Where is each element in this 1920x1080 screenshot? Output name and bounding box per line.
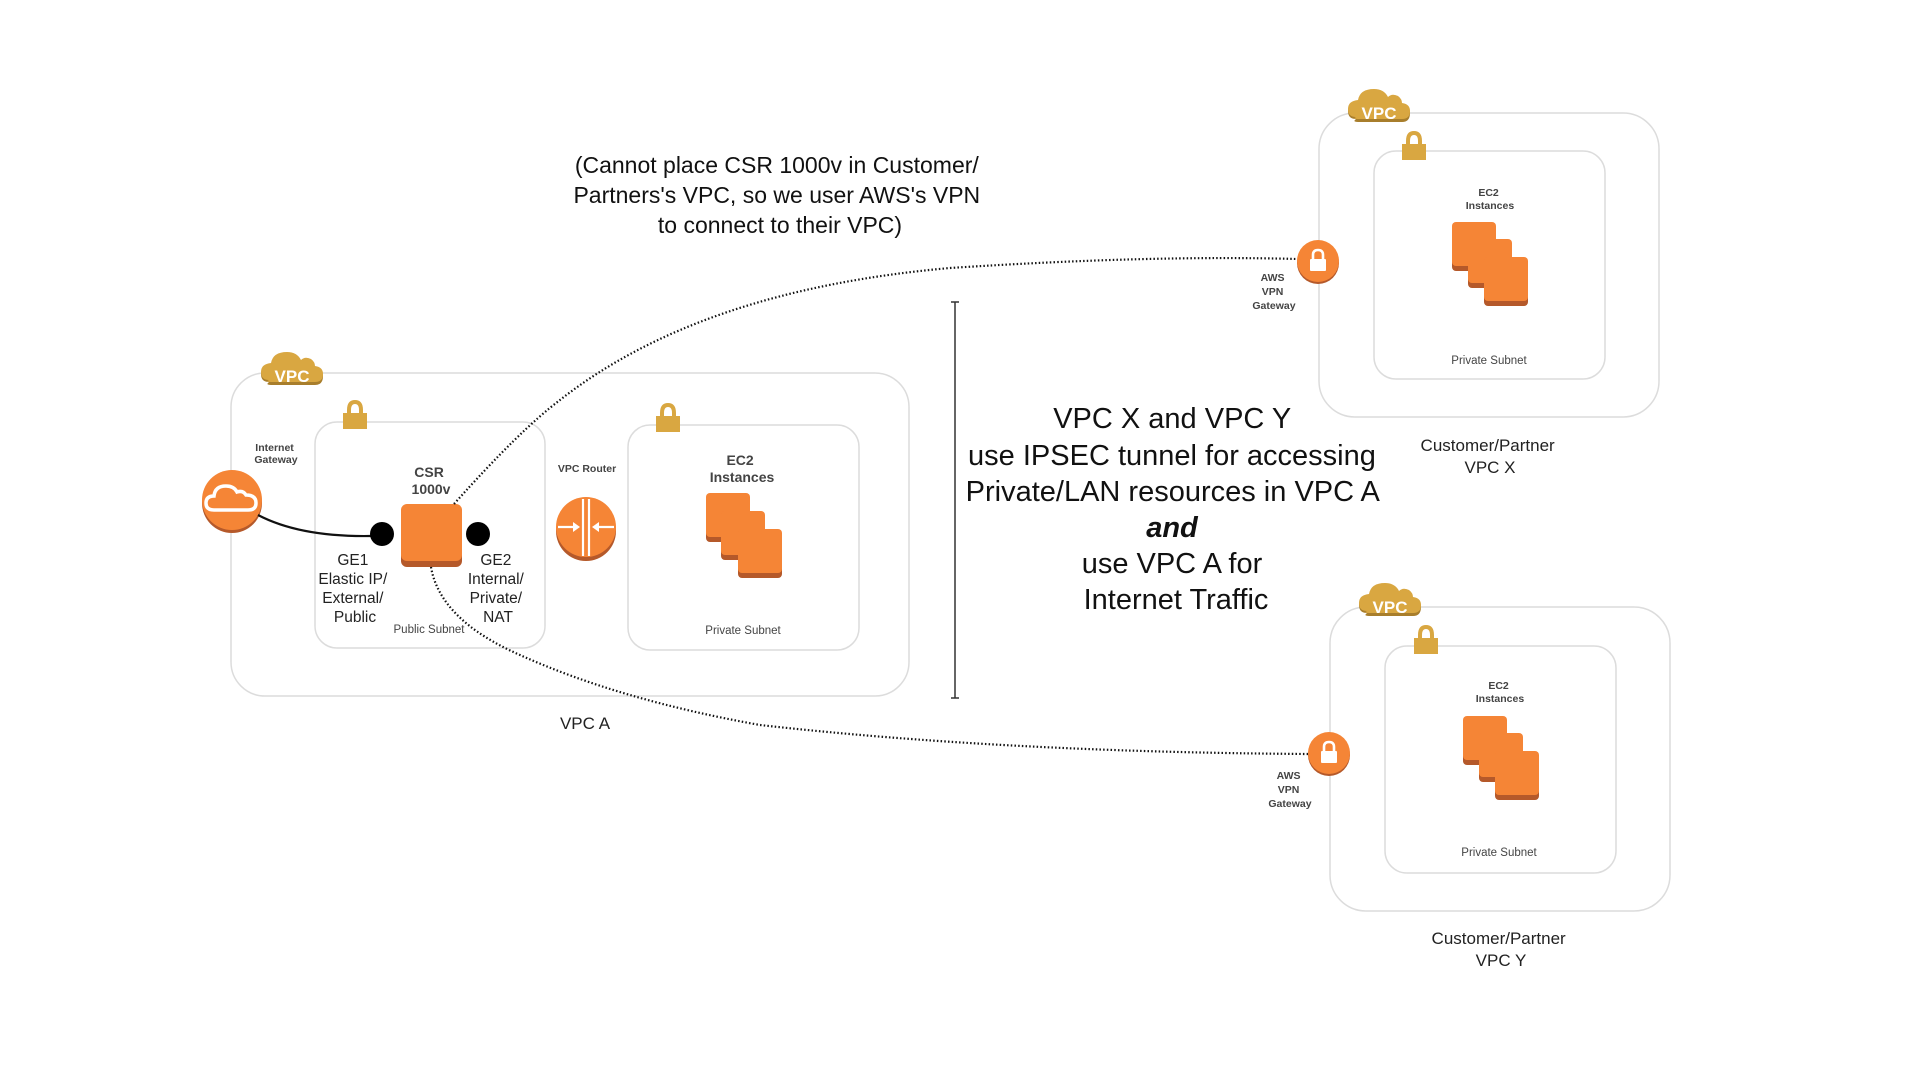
bracket-divider	[951, 301, 959, 699]
note-center: VPC X and VPC Y use IPSEC tunnel for acc…	[966, 403, 1387, 616]
aws-vpn-gateway-y[interactable]	[1306, 730, 1352, 778]
vpc-x-caption: Customer/Partner VPC X	[1421, 436, 1560, 477]
private-subnet-label: Private Subnet	[1451, 355, 1527, 367]
ec2-label: EC2 Instances	[1466, 187, 1515, 212]
internet-gateway-label: Internet Gateway	[254, 442, 297, 466]
note-emphasis: and	[1146, 512, 1199, 544]
vpc-badge-label: VPC	[1362, 104, 1397, 123]
vpn-gateway-label: AWS VPN Gateway	[1268, 770, 1311, 810]
vpc-router[interactable]	[556, 497, 616, 561]
csr-1000v-router[interactable]	[401, 504, 462, 567]
vpc-router-label: VPC Router	[558, 463, 616, 475]
aws-vpn-gateway-x[interactable]	[1295, 238, 1341, 286]
ge1-label: GE1 Elastic IP/ External/ Public	[318, 552, 391, 626]
ge1-interface[interactable]	[370, 522, 394, 546]
lock-icon	[1295, 238, 1341, 286]
cloud-icon	[204, 484, 258, 512]
csr-label: CSR 1000v	[412, 464, 451, 497]
private-subnet-label: Private Subnet	[705, 625, 781, 637]
vpc-x: VPC EC2 Instances Private Subnet AWS VPN…	[1252, 89, 1660, 477]
ec2-label: EC2 Instances	[1476, 680, 1525, 705]
internet-gateway[interactable]	[202, 470, 262, 533]
ge2-interface[interactable]	[466, 522, 490, 546]
note-top: (Cannot place CSR 1000v in Customer/ Par…	[573, 152, 986, 238]
vpc-y-caption: Customer/Partner VPC Y	[1432, 929, 1571, 970]
ipsec-tunnel-to-vpc-x	[453, 256, 1298, 505]
vpc-y: VPC EC2 Instances Private Subnet AWS VPN…	[1268, 583, 1671, 970]
vpc-a: VPC Internet Gateway CSR 1000v	[202, 352, 910, 733]
internet-gateway-circle[interactable]	[202, 470, 262, 530]
public-subnet-label: Public Subnet	[394, 624, 466, 636]
private-subnet-label: Private Subnet	[1461, 847, 1537, 859]
vpc-badge-label: VPC	[275, 367, 310, 386]
ec2-label: EC2 Instances	[710, 452, 775, 485]
router-icon	[558, 499, 614, 556]
ipsec-tunnel-to-vpc-y	[429, 566, 1309, 756]
lock-icon	[1306, 730, 1352, 778]
ge2-label: GE2 Internal/ Private/ NAT	[468, 552, 528, 626]
vpc-badge-label: VPC	[1373, 598, 1408, 617]
igw-to-ge1-link	[257, 514, 382, 538]
vpn-gateway-label: AWS VPN Gateway	[1252, 272, 1295, 312]
vpc-a-caption: VPC A	[560, 714, 611, 733]
